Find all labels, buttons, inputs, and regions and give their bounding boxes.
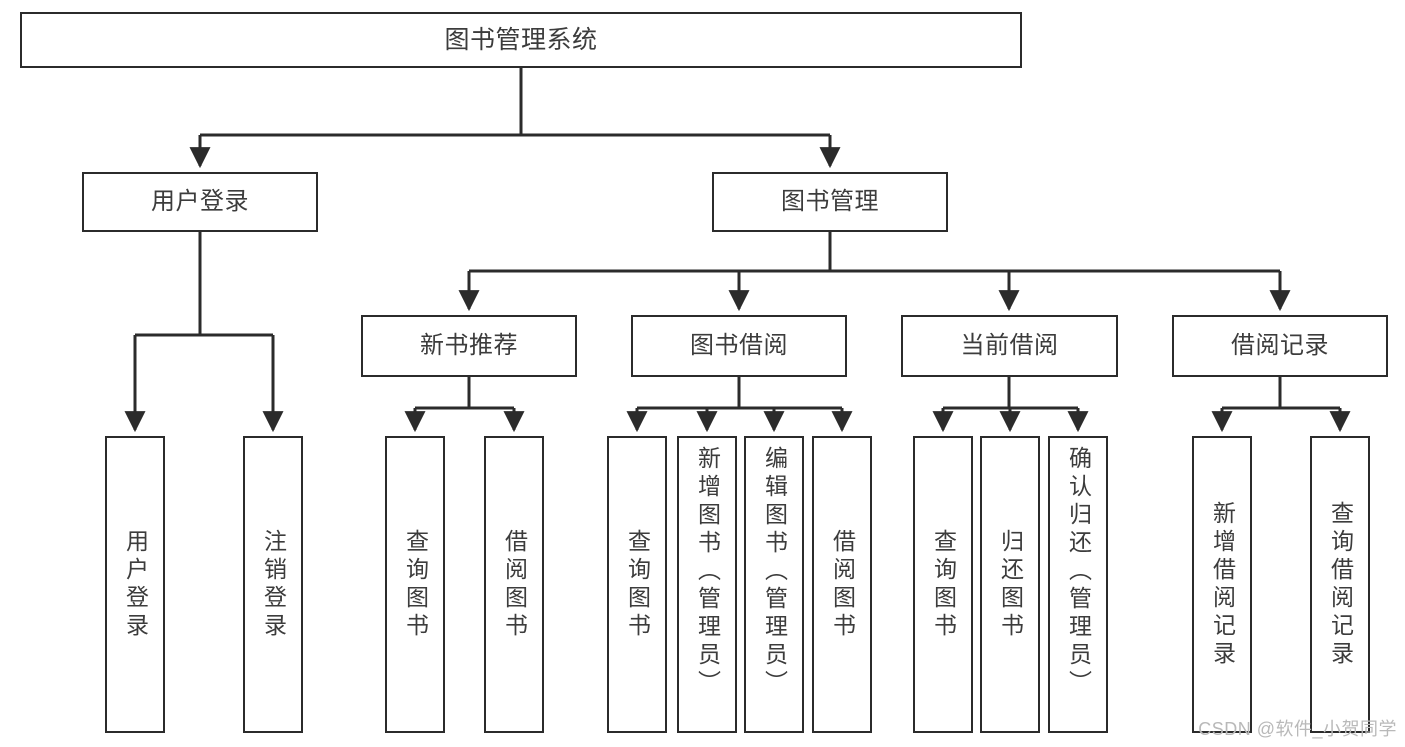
node-leaf-user-login[interactable]: 用户登录 <box>105 436 165 733</box>
node-leaf-query-borrow-record-label: 查询借阅记录 <box>1327 500 1354 669</box>
node-book-management[interactable]: 图书管理 <box>712 172 948 232</box>
node-leaf-query-book-1[interactable]: 查询图书 <box>385 436 445 733</box>
node-leaf-borrow-book-2[interactable]: 借阅图书 <box>812 436 872 733</box>
node-borrow-record[interactable]: 借阅记录 <box>1172 315 1388 377</box>
node-current-borrow[interactable]: 当前借阅 <box>901 315 1118 377</box>
node-leaf-add-borrow-record-label: 新增借阅记录 <box>1209 500 1236 669</box>
node-book-borrow[interactable]: 图书借阅 <box>631 315 847 377</box>
watermark: CSDN @软件_小贺同学 <box>1198 719 1397 739</box>
node-leaf-edit-book-admin-label: 编辑图书（管理员） <box>761 446 788 698</box>
node-leaf-query-book-1-label: 查询图书 <box>402 528 429 641</box>
node-leaf-borrow-book-2-label: 借阅图书 <box>829 528 856 641</box>
node-leaf-logout[interactable]: 注销登录 <box>243 436 303 733</box>
node-root[interactable]: 图书管理系统 <box>20 12 1022 68</box>
node-leaf-confirm-return-admin[interactable]: 确认归还（管理员） <box>1048 436 1108 733</box>
node-book-management-label: 图书管理 <box>781 188 879 216</box>
node-user-login[interactable]: 用户登录 <box>82 172 318 232</box>
node-leaf-confirm-return-admin-label: 确认归还（管理员） <box>1065 446 1092 698</box>
node-new-book-recommend[interactable]: 新书推荐 <box>361 315 577 377</box>
node-leaf-edit-book-admin[interactable]: 编辑图书（管理员） <box>744 436 804 733</box>
node-leaf-user-login-label: 用户登录 <box>122 528 149 641</box>
node-leaf-query-book-3-label: 查询图书 <box>930 528 957 641</box>
node-leaf-return-book-label: 归还图书 <box>997 528 1024 641</box>
node-leaf-logout-label: 注销登录 <box>260 528 287 641</box>
node-leaf-return-book[interactable]: 归还图书 <box>980 436 1040 733</box>
node-new-book-recommend-label: 新书推荐 <box>420 332 518 360</box>
node-leaf-query-book-3[interactable]: 查询图书 <box>913 436 973 733</box>
node-leaf-add-book-admin[interactable]: 新增图书（管理员） <box>677 436 737 733</box>
node-leaf-borrow-book-1[interactable]: 借阅图书 <box>484 436 544 733</box>
node-borrow-record-label: 借阅记录 <box>1231 332 1329 360</box>
node-leaf-borrow-book-1-label: 借阅图书 <box>501 528 528 641</box>
node-current-borrow-label: 当前借阅 <box>960 332 1059 360</box>
node-root-label: 图书管理系统 <box>444 25 598 54</box>
node-book-borrow-label: 图书借阅 <box>690 332 788 360</box>
node-user-login-label: 用户登录 <box>151 188 249 216</box>
node-leaf-add-book-admin-label: 新增图书（管理员） <box>694 446 721 698</box>
node-leaf-query-book-2[interactable]: 查询图书 <box>607 436 667 733</box>
node-leaf-query-borrow-record[interactable]: 查询借阅记录 <box>1310 436 1370 733</box>
node-leaf-add-borrow-record[interactable]: 新增借阅记录 <box>1192 436 1252 733</box>
node-leaf-query-book-2-label: 查询图书 <box>624 528 651 641</box>
